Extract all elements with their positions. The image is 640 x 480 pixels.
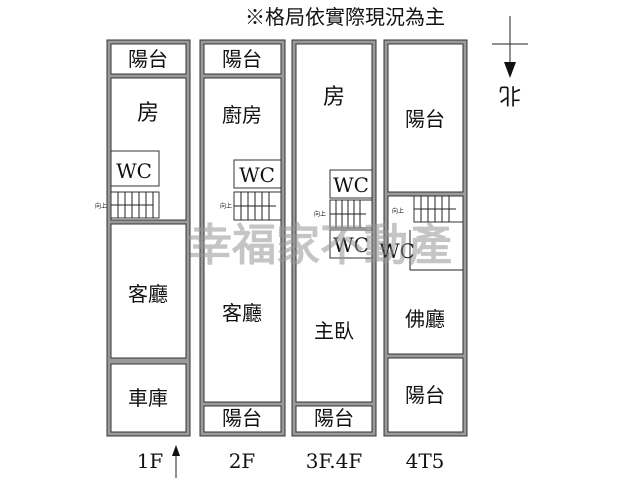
floor-3f-4f-label-wc-upper: WC bbox=[333, 173, 369, 197]
floor-1f-room-garage bbox=[110, 363, 187, 433]
compass-north-label: 北 bbox=[499, 82, 521, 107]
floor-2f-label-balcony-front: 陽台 bbox=[222, 47, 262, 71]
floor-1f-stair-treads bbox=[111, 192, 154, 218]
entrance-arrow-icon bbox=[172, 445, 180, 456]
floor-1f-title: 1F bbox=[137, 449, 164, 473]
floor-4t5-label-balcony-rear: 陽台 bbox=[405, 383, 445, 407]
floor-2f-label-kitchen: 廚房 bbox=[222, 103, 262, 127]
floor-2f-stair-treads bbox=[234, 192, 276, 220]
floor-3f-4f: 房 WC 向上 WC 主臥 陽台 3F.4F bbox=[291, 39, 377, 473]
floor-3f-4f-room-wc-upper bbox=[329, 169, 373, 199]
floor-1f-room-wc bbox=[110, 150, 160, 187]
floor-1f-label-wc: WC bbox=[116, 159, 152, 183]
floor-4t5-label-wc: WC bbox=[379, 239, 415, 263]
floor-3f-4f-label-master: 主臥 bbox=[314, 319, 354, 343]
layout-notice: ※格局依實際現況為主 bbox=[245, 5, 445, 29]
floor-3f-4f-stair-label: 向上 bbox=[314, 210, 326, 218]
floor-3f-4f-label-bedroom: 房 bbox=[323, 85, 345, 110]
floor-4t5-stair-label: 向上 bbox=[392, 207, 404, 215]
floor-2f-room-balcony-front bbox=[203, 43, 282, 75]
floor-4t5-stair-treads bbox=[414, 196, 456, 222]
floor-4t5-room-balcony-front bbox=[387, 43, 464, 193]
floor-1f: 陽台 房 WC 向上 客廳 車庫 1F bbox=[95, 39, 191, 478]
floor-4t5-title: 4T5 bbox=[406, 449, 445, 473]
compass-arrowhead bbox=[504, 62, 516, 78]
floor-2f: 陽台 廚房 WC 向上 客廳 陽台 2F bbox=[199, 39, 286, 473]
floor-1f-label-garage: 車庫 bbox=[128, 386, 168, 410]
compass: 北 bbox=[492, 16, 528, 107]
floor-1f-room-balcony bbox=[110, 43, 187, 75]
floor-2f-stair-label: 向上 bbox=[220, 202, 232, 210]
floor-2f-room-main bbox=[203, 77, 282, 403]
floor-3f-4f-room-balcony bbox=[295, 405, 373, 433]
floor-1f-stair-label: 向上 bbox=[95, 202, 107, 210]
floor-3f-4f-label-balcony: 陽台 bbox=[314, 406, 354, 430]
floor-4t5-room-balcony-rear bbox=[387, 357, 464, 433]
floor-3f-4f-label-wc-lower: WC bbox=[333, 233, 369, 257]
floor-2f-title: 2F bbox=[229, 449, 256, 473]
floor-4t5-label-balcony-front: 陽台 bbox=[405, 107, 445, 131]
floor-4t5: 陽台 向上 WC 佛廳 陽台 4T5 bbox=[379, 39, 468, 473]
floor-3f-4f-title: 3F.4F bbox=[306, 449, 363, 473]
floor-3f-4f-room-wc-lower bbox=[329, 229, 373, 259]
floor-1f-room-living bbox=[110, 223, 187, 359]
floor-2f-label-living: 客廳 bbox=[222, 301, 262, 325]
floor-2f-label-wc: WC bbox=[239, 163, 275, 187]
watermark: 幸福家不動產 bbox=[188, 220, 452, 271]
floor-2f-label-balcony-rear: 陽台 bbox=[222, 406, 262, 430]
floor-1f-label-bedroom: 房 bbox=[137, 101, 159, 126]
floor-2f-room-wc bbox=[233, 159, 282, 189]
floor-3f-4f-stair-treads bbox=[330, 200, 366, 228]
floor-4t5-label-shrine: 佛廳 bbox=[405, 307, 445, 331]
floor-2f-room-balcony-rear bbox=[203, 405, 282, 433]
floor-1f-label-living: 客廳 bbox=[128, 282, 168, 306]
floor-1f-label-balcony: 陽台 bbox=[128, 47, 168, 71]
